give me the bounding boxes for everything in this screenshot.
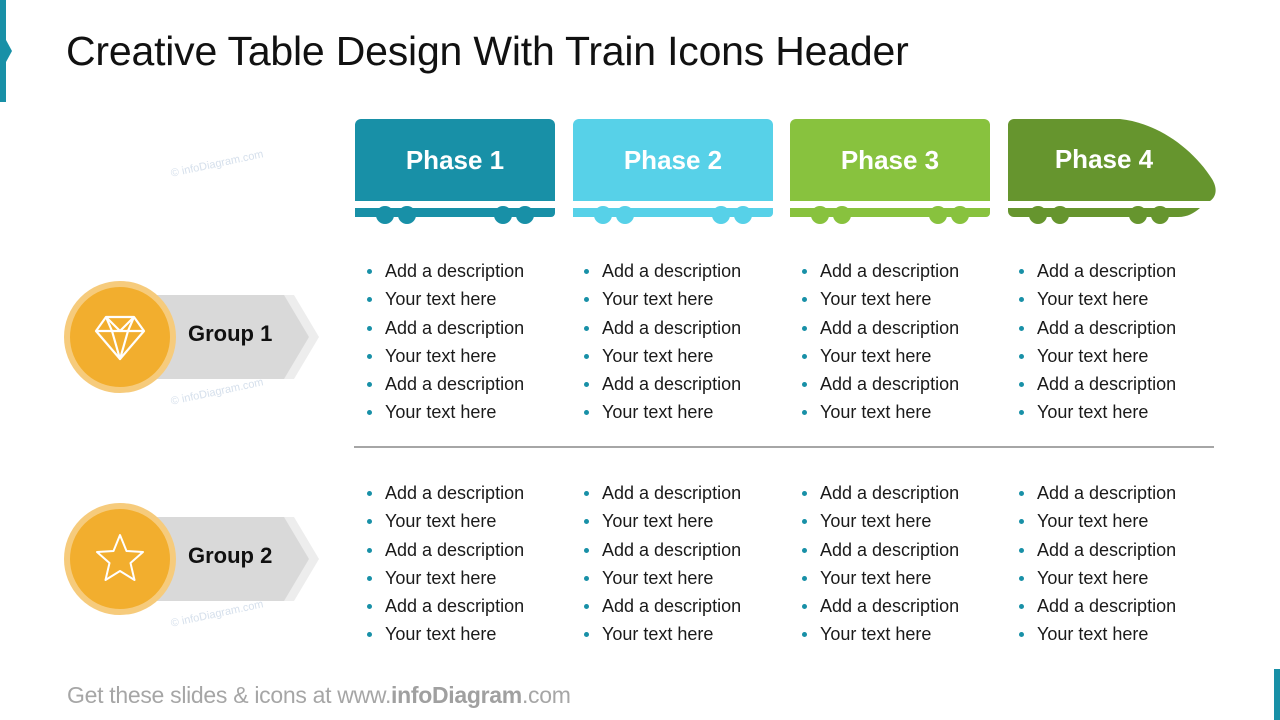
bullet-item: Add a description bbox=[1007, 257, 1207, 285]
bullet-item: Add a description bbox=[355, 257, 555, 285]
slide-title: Creative Table Design With Train Icons H… bbox=[66, 28, 909, 74]
bullet-item: Your text here bbox=[1007, 342, 1207, 370]
bullet-item: Your text here bbox=[790, 398, 990, 426]
bullet-item: Your text here bbox=[355, 342, 555, 370]
train-car-icon bbox=[573, 119, 773, 224]
star-icon bbox=[96, 534, 144, 581]
cell-group2-phase4: Add a description Your text here Add a d… bbox=[1007, 479, 1207, 649]
bullet-item: Your text here bbox=[572, 620, 772, 648]
bullet-item: Your text here bbox=[355, 507, 555, 535]
bullet-item: Your text here bbox=[355, 620, 555, 648]
bullet-item: Add a description bbox=[355, 536, 555, 564]
group-name: Group 2 bbox=[188, 543, 273, 568]
phase-3-car: Phase 3 bbox=[790, 119, 990, 225]
bullet-item: Your text here bbox=[572, 564, 772, 592]
bullet-item: Add a description bbox=[790, 479, 990, 507]
bullet-item: Add a description bbox=[790, 370, 990, 398]
bullet-item: Your text here bbox=[790, 285, 990, 313]
group-name: Group 1 bbox=[188, 321, 273, 346]
bullet-item: Add a description bbox=[790, 314, 990, 342]
footer-credit: Get these slides & icons at www.infoDiag… bbox=[67, 682, 571, 709]
bullet-item: Add a description bbox=[572, 536, 772, 564]
watermark: © infoDiagram.com bbox=[169, 148, 265, 180]
bullet-item: Add a description bbox=[1007, 314, 1207, 342]
phase-4-locomotive: Phase 4 bbox=[1008, 119, 1218, 225]
bullet-item: Your text here bbox=[1007, 398, 1207, 426]
cell-group1-phase4: Add a description Your text here Add a d… bbox=[1007, 257, 1207, 427]
group-1-label: Group 1 bbox=[64, 281, 324, 393]
phase-label: Phase 1 bbox=[405, 145, 505, 175]
bullet-item: Your text here bbox=[1007, 507, 1207, 535]
bullet-item: Your text here bbox=[1007, 285, 1207, 313]
cell-group1-phase2: Add a description Your text here Add a d… bbox=[572, 257, 772, 427]
bullet-item: Add a description bbox=[572, 479, 772, 507]
phase-2-car: Phase 2 bbox=[573, 119, 773, 225]
left-accent-bar bbox=[0, 0, 6, 102]
bullet-item: Your text here bbox=[1007, 620, 1207, 648]
bullet-item: Your text here bbox=[355, 398, 555, 426]
footer-prefix: Get these slides & icons at www. bbox=[67, 682, 392, 708]
phase-label: Phase 4 bbox=[1054, 144, 1154, 174]
row-divider bbox=[354, 446, 1214, 448]
bullet-item: Add a description bbox=[355, 479, 555, 507]
phase-label: Phase 3 bbox=[840, 145, 940, 175]
diamond-icon bbox=[94, 315, 146, 361]
bullet-item: Your text here bbox=[1007, 564, 1207, 592]
bullet-item: Your text here bbox=[355, 285, 555, 313]
cell-group1-phase3: Add a description Your text here Add a d… bbox=[790, 257, 990, 427]
phase-label: Phase 2 bbox=[623, 145, 723, 175]
bullet-item: Add a description bbox=[790, 257, 990, 285]
cell-group1-phase1: Add a description Your text here Add a d… bbox=[355, 257, 555, 427]
bullet-item: Add a description bbox=[1007, 479, 1207, 507]
bullet-item: Add a description bbox=[1007, 536, 1207, 564]
cell-group2-phase1: Add a description Your text here Add a d… bbox=[355, 479, 555, 649]
bullet-item: Add a description bbox=[1007, 370, 1207, 398]
bullet-item: Add a description bbox=[572, 314, 772, 342]
arrow-chevron bbox=[144, 517, 319, 601]
bullet-item: Add a description bbox=[790, 592, 990, 620]
bullet-item: Add a description bbox=[572, 592, 772, 620]
group-icon-circle bbox=[64, 503, 176, 615]
bullet-item: Your text here bbox=[790, 564, 990, 592]
phase-1-car: Phase 1 bbox=[355, 119, 555, 225]
cell-group2-phase2: Add a description Your text here Add a d… bbox=[572, 479, 772, 649]
bullet-item: Add a description bbox=[355, 592, 555, 620]
bullet-item: Your text here bbox=[790, 507, 990, 535]
arrow-chevron bbox=[144, 295, 319, 379]
train-locomotive-icon bbox=[1008, 119, 1216, 224]
bullet-item: Your text here bbox=[572, 342, 772, 370]
bullet-item: Your text here bbox=[790, 620, 990, 648]
group-2-label: Group 2 bbox=[64, 503, 324, 615]
train-car-icon bbox=[790, 119, 990, 224]
bullet-item: Your text here bbox=[572, 398, 772, 426]
bullet-item: Add a description bbox=[355, 370, 555, 398]
bullet-item: Add a description bbox=[355, 314, 555, 342]
bullet-item: Your text here bbox=[572, 285, 772, 313]
bullet-item: Your text here bbox=[572, 507, 772, 535]
footer-brand: infoDiagram bbox=[391, 682, 522, 708]
left-accent-notch bbox=[6, 40, 12, 62]
bullet-item: Your text here bbox=[790, 342, 990, 370]
right-accent-bar bbox=[1274, 669, 1280, 720]
bullet-item: Add a description bbox=[572, 257, 772, 285]
cell-group2-phase3: Add a description Your text here Add a d… bbox=[790, 479, 990, 649]
bullet-item: Your text here bbox=[355, 564, 555, 592]
bullet-item: Add a description bbox=[790, 536, 990, 564]
bullet-item: Add a description bbox=[1007, 592, 1207, 620]
group-icon-circle bbox=[64, 281, 176, 393]
footer-suffix: .com bbox=[521, 682, 571, 708]
train-car-icon bbox=[355, 119, 555, 224]
bullet-item: Add a description bbox=[572, 370, 772, 398]
